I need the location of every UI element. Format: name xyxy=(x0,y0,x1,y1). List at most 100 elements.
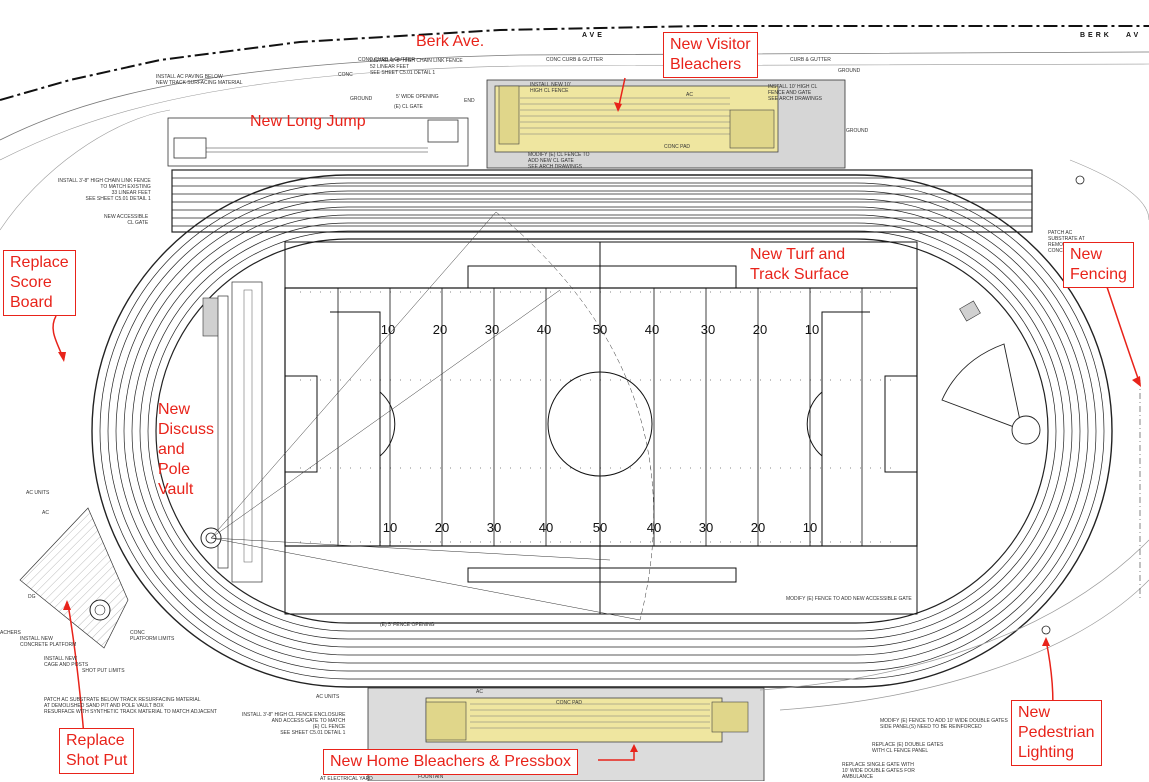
visitor-pressbox xyxy=(729,109,775,149)
track-top-straight xyxy=(171,169,1033,233)
plan-note: AC xyxy=(42,510,49,516)
callout-home-bleachers: New Home Bleachers & Pressbox xyxy=(323,749,578,775)
light-pole xyxy=(1075,175,1085,185)
yard-number: 10 xyxy=(383,520,397,535)
callout-fencing: New Fencing xyxy=(1063,242,1134,288)
long-jump-runway xyxy=(167,117,469,167)
right-walk xyxy=(779,579,1149,711)
plan-note: MODIFY (E) FENCE TO ADD 10' WIDE DOUBLE … xyxy=(880,718,1008,730)
running-track xyxy=(91,174,1113,688)
yard-number: 40 xyxy=(537,322,551,337)
plan-note: 5' WIDE OPENING xyxy=(396,94,439,100)
yard-number: 30 xyxy=(701,322,715,337)
yard-number: 10 xyxy=(803,520,817,535)
curb-line xyxy=(0,63,1149,161)
plan-note: INSTALL 3'-8" HIGH CL FENCE ENCLOSURE AN… xyxy=(242,712,346,736)
plan-note: PATCH AC SUBSTRATE BELOW TRACK RESURFACI… xyxy=(44,697,217,715)
callout-pedestrian-lighting: New Pedestrian Lighting xyxy=(1011,700,1102,766)
yard-number: 40 xyxy=(647,520,661,535)
plan-note: NEW ACCESSIBLE CL GATE xyxy=(104,214,149,226)
plan-note: REPLACE SINGLE GATE WITH 10' WIDE DOUBLE… xyxy=(842,762,915,780)
plan-note: INSTALL 3'-8" HIGH CHAIN LINK FENCE TO M… xyxy=(58,178,151,202)
right-curb xyxy=(1069,159,1149,221)
plan-note: CONC CURB & GUTTER xyxy=(546,57,603,63)
yard-lines xyxy=(337,288,863,546)
plan-note: GROUND xyxy=(846,128,869,134)
plan-note: INSTALL 10' HIGH CL FENCE AND GATE SEE A… xyxy=(768,84,822,102)
pole-vault-runway xyxy=(217,295,229,569)
plan-note: GROUND xyxy=(838,68,861,74)
plan-note: INSTALL NEW CONCRETE PLATFORM xyxy=(20,636,77,648)
callout-score-board: Replace Score Board xyxy=(3,250,76,316)
yard-numbers-bottom: 10 20 30 40 50 40 30 20 10 xyxy=(383,520,817,535)
visitor-bleacher-rows xyxy=(520,97,730,135)
yard-number: 50 xyxy=(593,322,607,337)
throwing-circle xyxy=(1011,415,1041,445)
callout-long-jump: New Long Jump xyxy=(250,113,366,130)
home-ramp xyxy=(711,701,749,733)
plan-note: ACHERS xyxy=(0,630,21,636)
plan-note: INSTALL 3'-8" HIGH CHAIN LINK FENCE 52 L… xyxy=(370,58,463,76)
callout-discuss-pole-vault: New Discuss and Pole Vault xyxy=(158,401,215,498)
plan-note: AC xyxy=(686,92,693,98)
callout-visitor-bleachers: New Visitor Bleachers xyxy=(663,32,758,78)
callout-shot-put: Replace Shot Put xyxy=(59,728,135,774)
yard-number: 10 xyxy=(381,322,395,337)
light-pole xyxy=(1041,625,1051,635)
plan-note: MODIFY (E) FENCE TO ADD NEW ACCESSIBLE G… xyxy=(786,596,912,602)
yard-number: 20 xyxy=(433,322,447,337)
yard-number: 20 xyxy=(753,322,767,337)
yard-number: 30 xyxy=(699,520,713,535)
plan-note: INSTALL NEW 10' HIGH CL FENCE xyxy=(530,82,571,94)
street-label: AVE xyxy=(582,32,605,39)
long-jump-pit xyxy=(173,137,207,159)
long-jump-pit xyxy=(427,119,459,143)
yard-number: 30 xyxy=(485,322,499,337)
plan-note: AC UNITS xyxy=(316,694,340,700)
street-label: BERK xyxy=(1080,32,1112,39)
curb-line xyxy=(0,51,1149,141)
yard-number: 30 xyxy=(487,520,501,535)
home-pressbox xyxy=(425,701,467,741)
plan-note: CURB & GUTTER xyxy=(790,57,831,63)
plan-note: (E) CL GATE xyxy=(394,104,423,110)
yard-number: 40 xyxy=(539,520,553,535)
plan-note: AC UNITS xyxy=(26,490,50,496)
right-walk xyxy=(759,539,1149,691)
callout-arrows xyxy=(52,77,1141,761)
callout-berk-ave: Berk Ave. xyxy=(416,33,485,50)
yard-number: 50 xyxy=(593,520,607,535)
curb-line xyxy=(0,109,171,231)
plan-note: (E) 5' FENCE OPENING xyxy=(380,622,435,628)
home-bleacher-rows xyxy=(470,703,710,729)
plan-note: INSTALL AC PAVING BELOW NEW TRACK SURFAC… xyxy=(156,74,243,86)
plan-note: CONC PLATFORM LIMITS xyxy=(130,630,175,642)
yard-number: 20 xyxy=(435,520,449,535)
plan-note: END xyxy=(464,98,475,104)
plan-note: CONC xyxy=(338,72,353,78)
equipment-pad xyxy=(959,300,981,322)
plan-note: CONC CURB & GUTTER xyxy=(358,57,415,63)
discus-sector-lines xyxy=(210,211,654,621)
throwing-sector xyxy=(941,343,1023,431)
plan-note: GROUND xyxy=(350,96,373,102)
yard-numbers-top: 10 20 30 40 50 40 30 20 10 xyxy=(381,322,819,337)
yard-number: 10 xyxy=(805,322,819,337)
hash-marks xyxy=(300,291,900,543)
yard-number: 20 xyxy=(751,520,765,535)
street-centerline xyxy=(0,25,1149,101)
football-field xyxy=(284,241,918,615)
pole-vault-box xyxy=(243,289,253,563)
arrow-heads xyxy=(58,102,1141,752)
plan-note: CONC PAD xyxy=(664,144,691,150)
plan-note: AC xyxy=(476,689,483,695)
plan-note: FOUNTAIN xyxy=(418,774,444,780)
street-label: AV xyxy=(1126,32,1142,39)
plan-note: AT ELECTRICAL YARD xyxy=(320,776,373,782)
plan-note: MODIFY (E) CL FENCE TO ADD NEW CL GATE S… xyxy=(528,152,590,170)
plan-note: REPLACE (E) DOUBLE GATES WITH CL FENCE P… xyxy=(872,742,944,754)
plan-note: CONC PAD xyxy=(556,700,583,706)
plan-note: DG xyxy=(28,594,36,600)
visitor-ramp xyxy=(498,85,520,145)
